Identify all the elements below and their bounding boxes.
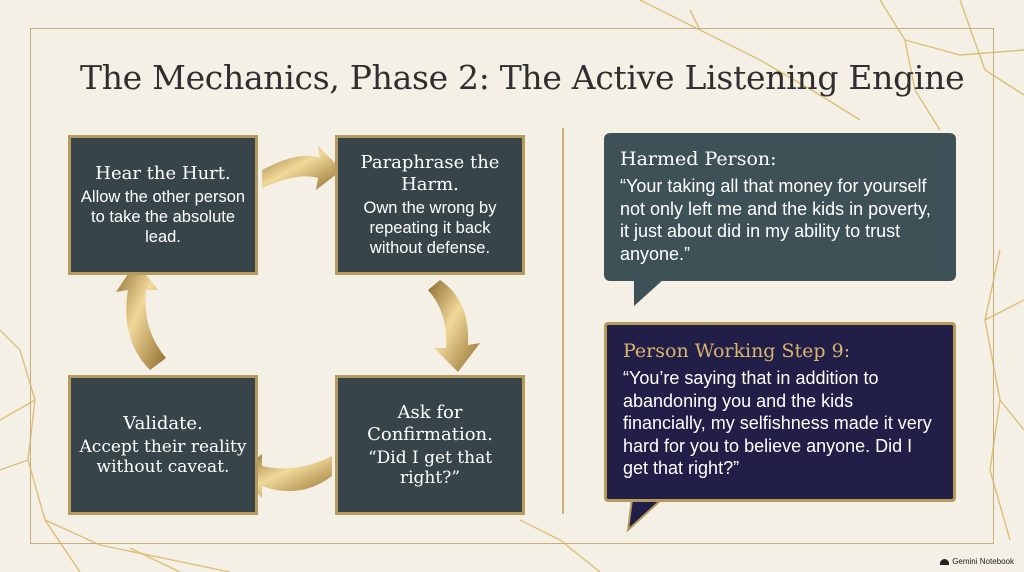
- arrow-right-icon: [262, 146, 342, 190]
- step-card-heading: Ask for Confirmation.: [367, 402, 493, 445]
- slide-frame: [30, 28, 994, 544]
- step-card-body: Accept their reality without caveat.: [79, 437, 247, 477]
- cycle-arrows: [116, 146, 480, 498]
- speaker-label: Person Working Step 9:: [623, 340, 851, 362]
- step-card-paraphrase: Paraphrase the Harm. Own the wrong by re…: [335, 135, 525, 275]
- slide-title: The Mechanics, Phase 2: The Active Liste…: [80, 58, 965, 97]
- speaker-label: Harmed Person:: [620, 148, 777, 170]
- arrow-left-icon: [238, 454, 332, 498]
- vertical-divider: [562, 128, 564, 514]
- step-card-validate: Validate. Accept their reality without c…: [68, 375, 258, 515]
- brand-label: Gemini Notebook: [952, 557, 1014, 566]
- step-card-heading: Paraphrase the Harm.: [360, 152, 500, 195]
- step-card-confirm: Ask for Confirmation. “Did I get that ri…: [335, 375, 525, 515]
- notebook-logo-icon: [940, 558, 950, 565]
- step-card-hear: Hear the Hurt. Allow the other person to…: [68, 135, 258, 275]
- step-card-body: Own the wrong by repeating it back witho…: [363, 199, 497, 257]
- arrow-up-icon: [116, 262, 166, 370]
- step-card-body: “Did I get that right?”: [367, 448, 493, 488]
- brand-watermark: Gemini Notebook: [940, 557, 1014, 566]
- speech-bubble-step9: Person Working Step 9: “You’re saying th…: [604, 322, 956, 502]
- bubble-tail-harmed: [634, 279, 664, 306]
- speech-quote: “You’re saying that in addition to aband…: [623, 368, 932, 478]
- speech-bubble-harmed-person: Harmed Person: “Your taking all that mon…: [604, 133, 956, 281]
- step-card-body: Allow the other person to take the absol…: [80, 188, 246, 246]
- arrow-down-icon: [428, 280, 480, 372]
- speech-quote: “Your taking all that money for yourself…: [620, 176, 931, 264]
- step-card-heading: Validate.: [123, 413, 203, 434]
- step-card-heading: Hear the Hurt.: [95, 163, 231, 184]
